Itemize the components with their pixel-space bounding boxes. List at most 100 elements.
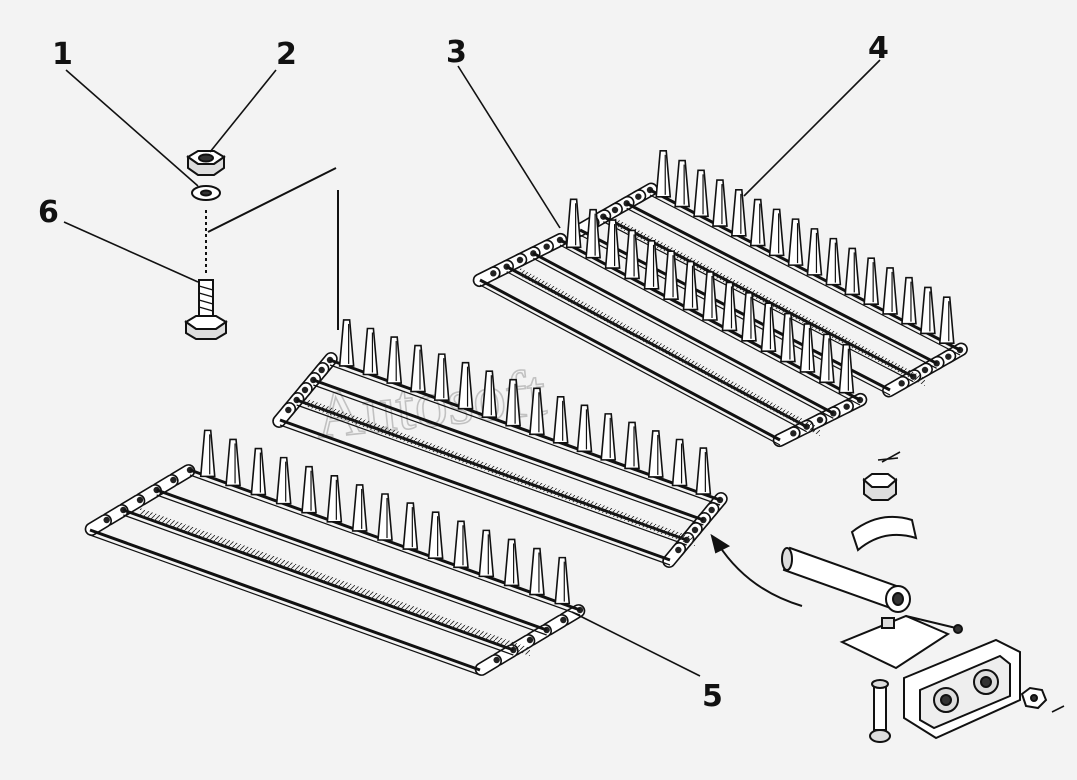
nut-part-2 — [186, 150, 226, 176]
leader-lines — [63, 59, 881, 677]
assembly-direction-arrow — [710, 533, 803, 607]
slat-bar-edge — [156, 494, 547, 636]
tooth — [453, 520, 469, 569]
tooth — [478, 529, 495, 578]
slat-bar — [312, 378, 704, 522]
conveyor-slat-assembly-5 — [84, 429, 586, 676]
tooth — [702, 271, 718, 321]
callout-2: 2 — [276, 37, 297, 72]
chain-pin — [490, 270, 497, 277]
slat-bar-edge — [89, 534, 481, 676]
slat-shadow — [140, 508, 530, 656]
tooth — [806, 228, 823, 276]
chain-pin — [318, 366, 325, 374]
leader-line-1 — [65, 69, 199, 187]
tooth — [565, 198, 582, 249]
tooth — [351, 484, 368, 532]
tooth — [674, 159, 691, 208]
tooth — [600, 413, 617, 461]
callout-4: 4 — [868, 31, 889, 66]
pin-bolt — [869, 679, 891, 743]
washer-part-1 — [191, 185, 221, 201]
leader-line-6 — [63, 221, 199, 283]
slat-bar — [625, 202, 938, 365]
chain-pin — [103, 516, 110, 524]
tooth — [712, 179, 728, 227]
bracket — [839, 614, 963, 670]
chain-pin — [170, 476, 177, 484]
leader-line-assembly — [207, 167, 337, 233]
tooth — [585, 208, 601, 259]
chain-pin — [301, 386, 309, 394]
tooth — [552, 396, 569, 444]
chain-pin — [635, 193, 642, 200]
shaft — [781, 546, 911, 613]
castle-nut — [862, 473, 898, 501]
tooth — [377, 493, 393, 541]
slat-bar-edge — [296, 404, 687, 546]
slat-bar — [532, 252, 835, 415]
chain-pin — [790, 430, 797, 437]
slat-shadow — [520, 268, 820, 436]
tooth — [225, 438, 241, 487]
slat-bar-edge — [123, 514, 514, 656]
tooth — [838, 343, 855, 394]
tooth — [682, 260, 699, 311]
chain-pin — [708, 506, 715, 514]
conveyor-slat-assembly-3 — [472, 198, 868, 448]
chain-pin — [611, 206, 619, 214]
tooth — [505, 378, 521, 427]
conveyor-slat-assembly-middle — [272, 319, 728, 568]
tooth — [741, 291, 757, 342]
slat-bar — [156, 488, 548, 632]
tooth — [481, 370, 498, 418]
fastener-group — [184, 150, 339, 340]
tooth — [275, 456, 292, 505]
callout-1: 1 — [52, 37, 73, 72]
chain-pin — [560, 616, 567, 624]
slat-bar — [479, 278, 781, 442]
chain-pin — [493, 656, 500, 664]
chain-pin — [675, 546, 682, 554]
chain-pin — [945, 353, 952, 360]
tooth — [825, 237, 842, 286]
tooth — [693, 169, 709, 218]
tooth — [819, 333, 835, 384]
callout-6: 6 — [38, 195, 59, 230]
tooth — [624, 421, 640, 470]
tooth — [919, 286, 936, 335]
chain-pin — [843, 403, 850, 410]
chain-pin — [136, 496, 144, 504]
clamp-half — [850, 515, 918, 552]
tooth — [402, 502, 419, 550]
bolt-part-6 — [184, 279, 228, 340]
leader-line-2 — [209, 69, 277, 153]
tooth — [529, 387, 545, 436]
slat-bar-edge — [649, 194, 961, 356]
chain-pin — [526, 636, 534, 644]
chain-pin — [285, 406, 292, 414]
chain-pin — [543, 243, 550, 250]
tooth — [721, 281, 738, 332]
tooth — [386, 336, 403, 384]
tooth — [655, 150, 672, 198]
tooth — [799, 323, 816, 373]
tooth — [427, 511, 444, 559]
tooth — [433, 353, 450, 401]
tooth — [250, 447, 267, 496]
slat-bar-edge — [313, 384, 704, 526]
small-nut — [1020, 686, 1048, 710]
chain-pin — [898, 380, 905, 387]
slat-bar-edge — [626, 207, 937, 369]
chain-pin — [516, 256, 524, 264]
tooth — [730, 189, 747, 237]
tooth — [695, 447, 712, 495]
split-pin — [1051, 705, 1065, 713]
tooth — [301, 465, 317, 514]
cotter-pin — [877, 451, 901, 463]
tooth — [749, 198, 766, 247]
slat-shadow — [305, 398, 695, 546]
tooth — [863, 257, 880, 305]
callout-5: 5 — [702, 679, 723, 714]
leader-line-5 — [571, 611, 701, 677]
